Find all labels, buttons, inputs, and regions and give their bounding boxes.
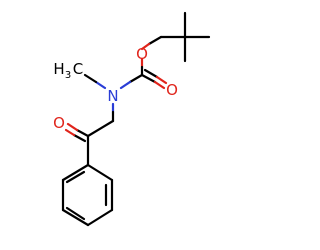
ketone-oxygen-label: O (53, 114, 65, 132)
bond-n-me (83, 73, 98, 84)
bond-cq-o-red (140, 42, 151, 51)
bond-cc-o-double-b (143, 68, 159, 79)
ring-bond-6 (61, 163, 90, 182)
ring-bond-3 (86, 208, 114, 227)
nitrogen-label: N (107, 87, 118, 105)
bond-cc-o-double-a-red (153, 80, 166, 90)
bond-ch2-ck (86, 119, 115, 138)
bond-ck-o-double-b (72, 133, 87, 143)
methyl-h-label: H (53, 60, 64, 78)
bond-cc-n (128, 73, 144, 84)
ring-bond-1 (86, 163, 114, 182)
bond-cq-o (147, 35, 163, 46)
methyl-subscript-label: 3 (65, 70, 71, 81)
bond-ck-o-double-a-red (66, 122, 79, 132)
carbamate-oxygen-label: O (166, 81, 178, 99)
bond-cc-o-double-b-red (155, 75, 168, 85)
bond-n-me-blue (94, 80, 107, 90)
bond-cc-o-double-a (140, 73, 157, 84)
ring-inner-double-3 (65, 170, 86, 184)
molecule-diagram: O O N O H 3 C (53, 11, 211, 227)
bond-ck-o-double-b-red (64, 128, 76, 137)
ester-oxygen-label: O (136, 45, 148, 63)
bond-ck-o-double-a (75, 128, 90, 138)
ring-bond-4 (61, 208, 90, 227)
bond-cc-n-blue (119, 80, 132, 90)
ring-inner-double-2 (65, 206, 86, 221)
methyl-c-label: C (73, 60, 83, 78)
structure-canvas: O O N O H 3 C (53, 11, 211, 227)
